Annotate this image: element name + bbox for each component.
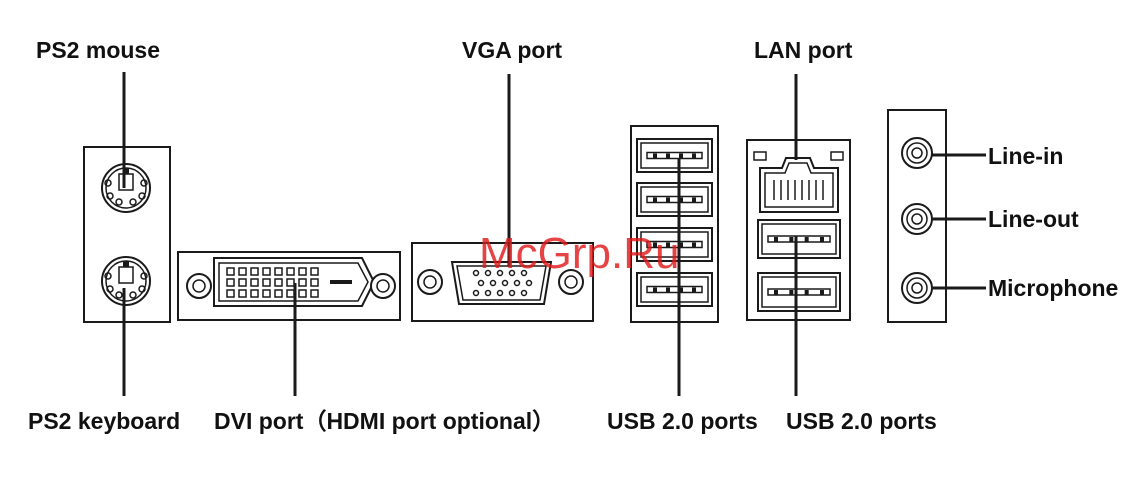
- ps2-keyboard-label: PS2 keyboard: [28, 408, 180, 434]
- line-out-label: Line-out: [988, 206, 1079, 232]
- watermark: McGrp.Ru: [479, 229, 679, 278]
- audio-plate: [888, 110, 946, 322]
- dvi-port-label: DVI port（HDMI port optional）: [214, 408, 555, 434]
- usb-ports-right-label: USB 2.0 ports: [786, 408, 937, 434]
- ps2-keyboard-port: [102, 257, 150, 305]
- microphone-jack: [902, 273, 932, 303]
- dvi-port: [178, 252, 400, 320]
- line-in-label: Line-in: [988, 143, 1063, 169]
- ps2-mouse-label: PS2 mouse: [36, 37, 160, 63]
- usb-port: [758, 273, 840, 311]
- microphone-label: Microphone: [988, 275, 1118, 301]
- lan-usb-stack: [747, 140, 850, 320]
- usb-ports-left-label: USB 2.0 ports: [607, 408, 758, 434]
- usb-port: [637, 183, 712, 216]
- usb-port: [758, 220, 840, 258]
- vga-port-label: VGA port: [462, 37, 562, 63]
- ps2-plate: [84, 147, 170, 322]
- lan-port-label: LAN port: [754, 37, 853, 63]
- ps2-mouse-port: [102, 164, 150, 212]
- line-out-jack: [902, 204, 932, 234]
- usb-port: [637, 139, 712, 172]
- usb-stack-left: [631, 126, 718, 322]
- line-in-jack: [902, 138, 932, 168]
